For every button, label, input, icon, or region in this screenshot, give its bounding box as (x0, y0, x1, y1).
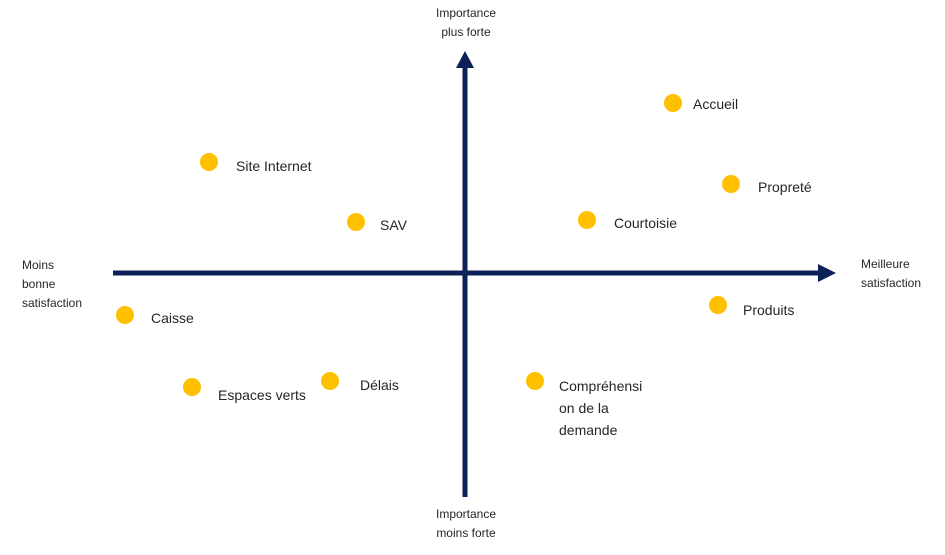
point-label-line: Caisse (151, 310, 194, 326)
axis-label-right-line-1: Meilleure (861, 257, 910, 271)
point-label: Caisse (151, 307, 194, 329)
point-label-line: Compréhensi (559, 378, 643, 394)
axis-label-bottom-line-2: moins forte (436, 526, 496, 540)
point-label-line: Délais (360, 377, 399, 393)
point-label-line: Site Internet (236, 158, 312, 174)
horizontal-axis-arrowhead (818, 264, 836, 282)
point-label-line: Espaces verts (218, 387, 306, 403)
point-marker (722, 175, 740, 193)
axis-label-top-line-2: plus forte (441, 25, 491, 39)
point-label-line: demande (559, 422, 618, 438)
point-marker (183, 378, 201, 396)
axis-label-top: Importance plus forte (436, 4, 496, 42)
axis-label-left-line-3: satisfaction (22, 296, 83, 310)
point-marker (664, 94, 682, 112)
axis-label-bottom: Importance moins forte (436, 505, 496, 543)
point-marker (321, 372, 339, 390)
point-label-line: Courtoisie (614, 215, 678, 231)
point-label: Produits (743, 299, 794, 321)
axis-label-top-line-1: Importance (435, 6, 497, 20)
point-marker (578, 211, 596, 229)
point-label: Compréhensi on de la demande (559, 375, 642, 441)
point-label-line: on de la (559, 400, 609, 416)
point-marker (116, 306, 134, 324)
axis-label-left: Moins bonne satisfaction (22, 256, 82, 313)
point-marker (200, 153, 218, 171)
point-label: Accueil (693, 93, 738, 115)
point-label-line: Accueil (693, 96, 739, 112)
axis-label-left-line-1: Moins (22, 258, 55, 272)
axis-label-bottom-line-1: Importance (435, 507, 497, 521)
point-label: Propreté (758, 176, 812, 198)
point-label-line: Produits (743, 302, 795, 318)
point-marker (347, 213, 365, 231)
point-marker (709, 296, 727, 314)
axis-label-left-line-2: bonne (22, 277, 56, 291)
point-label-line: SAV (380, 217, 407, 233)
point-marker (526, 372, 544, 390)
point-label: Courtoisie (614, 212, 677, 234)
axis-label-right-line-2: satisfaction (861, 276, 922, 290)
axis-label-right: Meilleure satisfaction (861, 255, 921, 293)
point-label-line: Propreté (758, 179, 812, 195)
point-label: SAV (380, 214, 407, 236)
point-label: Délais (360, 374, 399, 396)
vertical-axis-arrowhead (456, 51, 474, 68)
point-label: Site Internet (236, 155, 312, 177)
point-label: Espaces verts (218, 384, 306, 406)
